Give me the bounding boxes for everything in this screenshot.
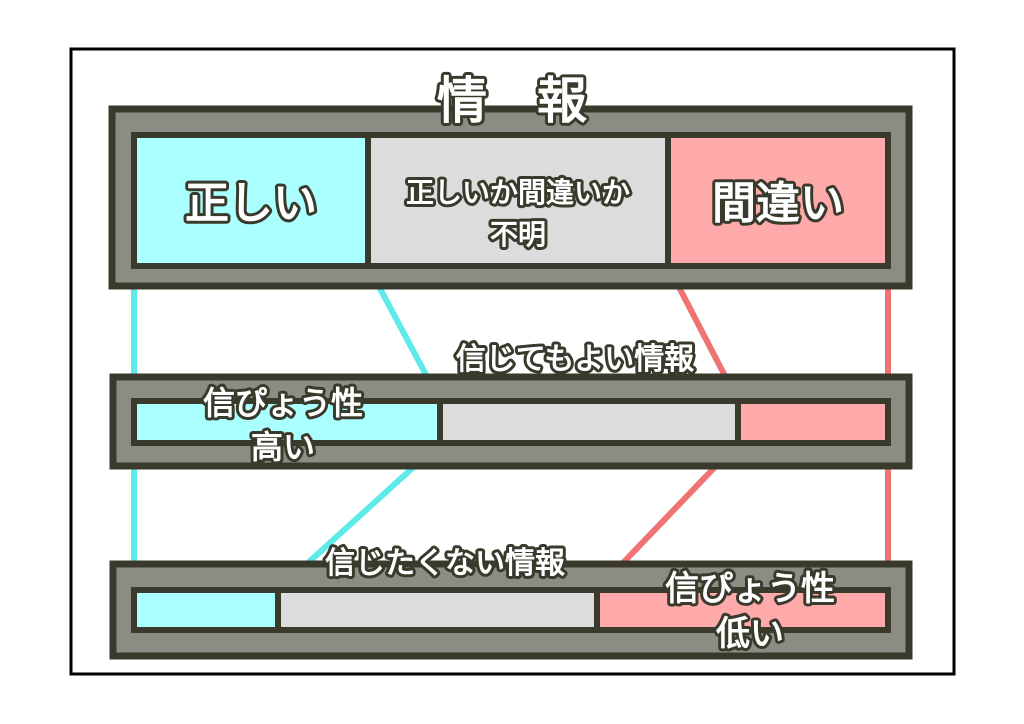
high-credibility-line2: 高い: [251, 428, 315, 466]
top-bar: [108, 105, 913, 290]
low-credibility-line2: 低い: [716, 614, 784, 654]
bottom-bar: [109, 560, 913, 660]
high-credibility-segment: [134, 401, 440, 443]
wrong-segment: [738, 401, 888, 443]
unknown-label-line1: 正しいか間違いか: [406, 176, 630, 209]
wrong-segment: [668, 135, 888, 266]
trustworthy-info-label: 信じてもよい情報: [456, 342, 695, 377]
wrong-label: 間違い: [712, 178, 844, 229]
correct-label: 正しい: [185, 178, 317, 229]
title: 情 報: [437, 72, 587, 130]
correct-segment: [134, 135, 368, 266]
low-credibility-line1: 信ぴょう性: [665, 569, 835, 609]
middle-bar: [109, 373, 913, 470]
high-credibility-line1: 信ぴょう性: [203, 384, 363, 422]
unknown-segment: [440, 401, 738, 443]
low-credibility-segment: [597, 590, 888, 630]
unknown-segment: [368, 135, 668, 266]
untrusted-info-label: 信じたくない情報: [325, 546, 566, 581]
unknown-label-line2: 不明: [490, 218, 546, 251]
correct-segment: [134, 590, 278, 630]
unknown-segment: [278, 590, 597, 630]
